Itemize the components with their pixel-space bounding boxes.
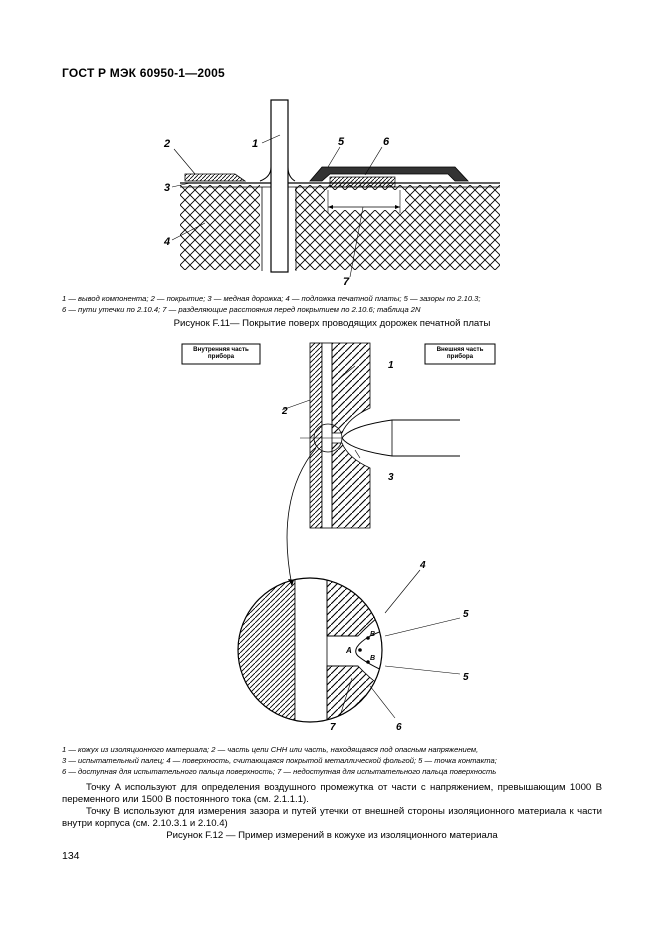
f12-callout-3: 3 — [388, 472, 394, 483]
f11-callout-2: 2 — [163, 138, 170, 150]
coating-right — [309, 166, 469, 182]
f12-callout-1: 1 — [388, 360, 394, 371]
f11-callout-6: 6 — [383, 136, 390, 148]
f11-callout-1: 1 — [252, 138, 258, 150]
figure-f12-drawing: 1 2 3 4 5 5 6 7 A B B — [181, 342, 496, 733]
f12-callout-5b: 5 — [463, 672, 469, 683]
figure-f11-drawing: 2 3 4 1 5 6 7 — [163, 99, 500, 288]
enclosure-lower — [331, 442, 371, 529]
f12-callout-6: 6 — [396, 722, 402, 733]
point-b-label-upper: B — [370, 631, 375, 638]
hazardous-part-wall — [309, 342, 323, 529]
f12-legend-line-1: 1 — кожух из изоляционного материала; 2 … — [62, 745, 479, 754]
detail-magnifier-circle — [237, 577, 383, 723]
inner-part-label: Внутренняя часть прибора — [193, 346, 249, 360]
f11-caption: Рисунок F.11— Покрытие поверх проводящих… — [173, 318, 491, 329]
outer-part-box — [424, 343, 496, 365]
f12-caption: Рисунок F.12 — Пример измерений в кожухе… — [166, 830, 498, 841]
enclosure-upper — [331, 342, 371, 434]
point-b-label-lower: B — [370, 655, 375, 662]
paragraph-point-b: Точку B используют для измерения зазора … — [62, 806, 602, 829]
coating-left — [184, 173, 247, 182]
f11-callout-7: 7 — [343, 276, 350, 288]
f12-callout-5a: 5 — [463, 609, 469, 620]
f12-legend-line-2: 3 — испытательный палец; 4 — поверхность… — [62, 756, 497, 765]
f11-callout-3: 3 — [164, 182, 170, 194]
f11-legend-line-2: 6 — пути утечки по 2.10.4; 7 — разделяющ… — [62, 305, 421, 314]
page-number: 134 — [62, 850, 80, 862]
document-code: ГОСТ Р МЭК 60950-1—2005 — [62, 66, 225, 80]
f11-legend-line-1: 1 — вывод компонента; 2 — покрытие; 3 — … — [62, 294, 481, 303]
f12-callout-7: 7 — [330, 722, 336, 733]
f11-callout-4: 4 — [163, 236, 170, 248]
outer-part-label: Внешняя часть прибора — [436, 346, 484, 360]
f11-callout-5: 5 — [338, 136, 345, 148]
f12-callout-4: 4 — [419, 560, 426, 571]
component-lead — [270, 99, 289, 273]
inner-part-box — [181, 343, 261, 365]
paragraph-point-a: Точку A используют для определения возду… — [62, 782, 602, 805]
copper-track — [329, 176, 396, 188]
test-finger — [341, 419, 460, 457]
point-a-label: A — [345, 646, 352, 655]
f12-legend-line-3: 6 — доступная для испытательного пальца … — [62, 767, 497, 776]
f12-callout-2: 2 — [281, 406, 288, 417]
